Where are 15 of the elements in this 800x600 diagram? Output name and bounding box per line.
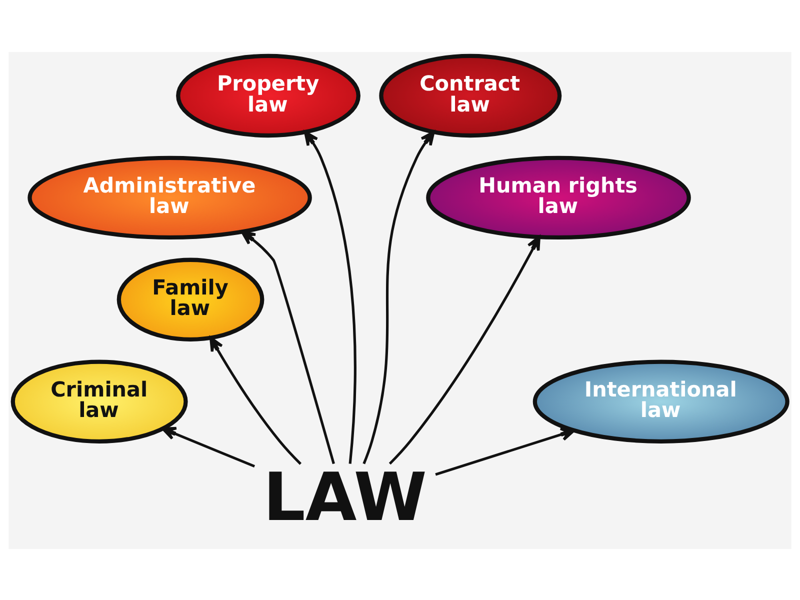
node-ellipse: Contract law <box>379 53 562 138</box>
arrow <box>362 130 435 464</box>
node-ellipse: Administrative law <box>28 155 312 240</box>
arrow <box>304 130 356 464</box>
arrow <box>209 336 302 464</box>
node-text: LAW <box>263 458 427 536</box>
node-ellipse: Human rights law <box>426 155 691 240</box>
node-ellipse: Property law <box>176 53 360 138</box>
node-ellipse: Family law <box>116 257 264 341</box>
arrow <box>161 426 256 468</box>
node-ellipse: International law <box>532 359 790 443</box>
arrow <box>388 235 541 464</box>
node-ellipse: Criminal law <box>10 359 188 443</box>
arrow <box>240 230 335 464</box>
arrow <box>435 427 576 476</box>
